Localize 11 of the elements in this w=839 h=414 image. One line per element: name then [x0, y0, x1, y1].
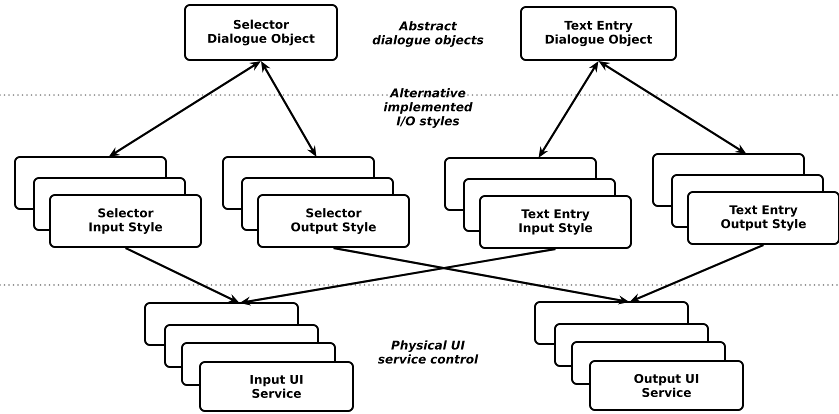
layer-label: Physical UI service control: [378, 340, 478, 364]
layer-label: Abstract dialogue objects: [372, 21, 484, 47]
style-box: Selector Dialogue Object: [184, 4, 338, 61]
style-box: Text Entry Output Style: [687, 191, 839, 245]
style-box: Output UI Service: [589, 360, 744, 411]
style-box: Input UI Service: [199, 360, 354, 412]
style-box: Selector Input Style: [49, 194, 202, 248]
style-box: Text Entry Input Style: [479, 195, 632, 249]
style-box: Selector Output Style: [257, 194, 410, 248]
layer-label: Alternative implemented I/O styles: [384, 88, 473, 128]
style-box: Text Entry Dialogue Object: [520, 6, 677, 61]
